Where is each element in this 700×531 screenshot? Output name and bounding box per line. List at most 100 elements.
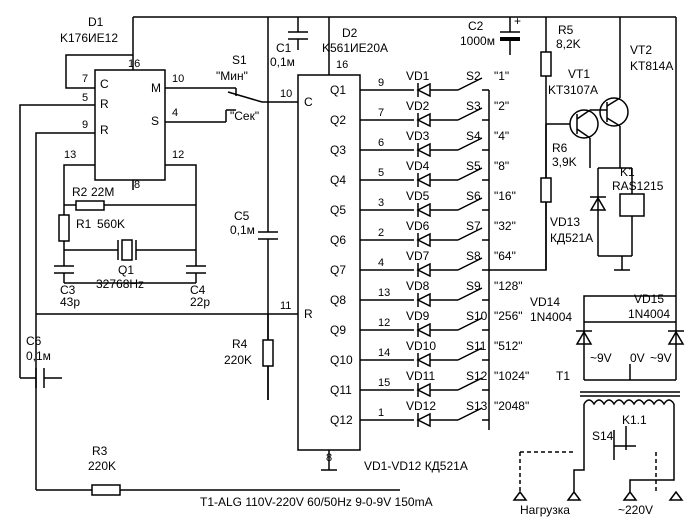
switch-lever <box>457 257 483 271</box>
diode-label: VD6 <box>406 219 430 233</box>
diode-label: VD12 <box>406 399 436 413</box>
switch-label: S13 <box>466 399 488 413</box>
r5-value: 8,2K <box>556 37 581 51</box>
d2-pin16: 16 <box>336 59 348 71</box>
k1-contact: K1.1 <box>622 413 647 427</box>
output-pin-number: 6 <box>378 137 384 149</box>
switch-lever <box>457 407 483 421</box>
output-pin-number: 15 <box>378 377 390 389</box>
output-q-label: Q1 <box>330 83 346 97</box>
d2-ref: D2 <box>342 26 358 40</box>
diode-label: VD7 <box>406 249 430 263</box>
r2-ref: R2 <box>72 185 88 199</box>
c4-ref: C4 <box>190 283 206 297</box>
r6-value: 3,9K <box>552 155 577 169</box>
title: T1-ALG 110V-220V 60/50Hz 9-0-9V 150mA <box>200 495 433 509</box>
vd14-part: 1N4004 <box>530 310 572 324</box>
output-q-label: Q3 <box>330 143 346 157</box>
d1-part: K176ИЕ12 <box>60 31 118 45</box>
output-q-label: Q8 <box>330 293 346 307</box>
d1-ref: D1 <box>88 15 104 29</box>
d1-pin10: 10 <box>172 73 184 85</box>
switch-lever <box>457 167 483 181</box>
switch-lever <box>457 107 483 121</box>
switch-label: S5 <box>466 159 481 173</box>
d2-counter: D2 K561ИЕ20А 16 10 C 11 R 8 <box>268 17 388 471</box>
vd15-ref: VD15 <box>634 292 664 306</box>
diode-symbol <box>416 382 431 398</box>
c1-ref: C1 <box>276 41 292 55</box>
diode-symbol <box>416 232 431 248</box>
d1-pin-r1-label: R <box>100 97 109 111</box>
output-q-label: Q2 <box>330 113 346 127</box>
driver-stage: R5 8,2K VT1 KT3107A VT2 KT814A R6 3,9K V… <box>540 17 673 271</box>
switch-lever <box>457 377 483 391</box>
output-q-label: Q6 <box>330 233 346 247</box>
weight-label: "64" <box>494 249 516 263</box>
output-pin-number: 2 <box>378 227 384 239</box>
weight-label: "32" <box>494 219 516 233</box>
d2-part: K561ИЕ20А <box>322 41 388 55</box>
d1-pin-c-label: C <box>100 77 109 91</box>
k1-ref: K1 <box>620 165 635 179</box>
switch-lever <box>457 347 483 361</box>
vd13-ref: VD13 <box>550 215 580 229</box>
vt2-part: KT814A <box>630 59 673 73</box>
diode-label: VD9 <box>406 309 430 323</box>
output-q-label: Q12 <box>330 413 353 427</box>
d1-counter: D1 K176ИЕ12 C R R M S 7 5 9 16 10 4 13 8… <box>60 15 184 191</box>
vd13-part: КД521А <box>550 231 593 245</box>
diode-symbol <box>416 142 431 158</box>
d1-pin-m-label: M <box>151 81 161 95</box>
s1-ref: S1 <box>232 53 247 67</box>
t1-ref: T1 <box>556 369 570 383</box>
diode-symbol <box>416 262 431 278</box>
d1-pin16: 16 <box>128 58 140 70</box>
d2-pin10: 10 <box>280 88 292 100</box>
output-pin-number: 7 <box>378 107 384 119</box>
c2-value: 1000м <box>460 34 495 48</box>
c2-plus: + <box>514 14 521 28</box>
switch-label: S9 <box>466 279 481 293</box>
r5-ref: R5 <box>558 23 574 37</box>
output-pin-number: 5 <box>378 167 384 179</box>
switch-label: S6 <box>466 189 481 203</box>
supply-rail <box>133 16 677 322</box>
diode-symbol <box>416 322 431 338</box>
output-q-label: Q4 <box>330 173 346 187</box>
weight-label: "2048" <box>494 399 529 413</box>
t1-mid-label: 0V <box>630 351 645 365</box>
switch-lever <box>457 227 483 241</box>
output-q-label: Q10 <box>330 353 353 367</box>
oscillator: R2 22M R1 560K Q1 32768Hz C3 43р C4 22р <box>54 185 210 309</box>
diode-label: VD3 <box>406 129 430 143</box>
switch-lever <box>457 137 483 151</box>
q1-value: 32768Hz <box>96 277 144 291</box>
diode-symbol <box>416 292 431 308</box>
reset-network: R4 220K C6 0,1м R3 220K <box>20 313 400 496</box>
c3-ref: C3 <box>60 283 76 297</box>
r1-value: 560K <box>97 217 125 231</box>
c6-value: 0,1м <box>26 349 51 363</box>
c1-cap: C1 0,1м <box>270 17 308 69</box>
diode-symbol <box>416 412 431 428</box>
s1-sek-label: "Сек" <box>230 109 259 123</box>
c3-value: 43р <box>60 295 80 309</box>
weight-label: "512" <box>494 339 523 353</box>
output-pin-number: 1 <box>378 407 384 419</box>
d2-pin11: 11 <box>280 300 291 312</box>
c2-ref: C2 <box>468 19 484 33</box>
s1-switch: S1 "Мин" "Сек" <box>216 53 298 123</box>
d1-pin8: 8 <box>134 179 140 191</box>
d1-pin9: 9 <box>82 119 88 131</box>
c6-ref: C6 <box>26 334 42 348</box>
s1-min-label: "Мин" <box>216 69 248 83</box>
